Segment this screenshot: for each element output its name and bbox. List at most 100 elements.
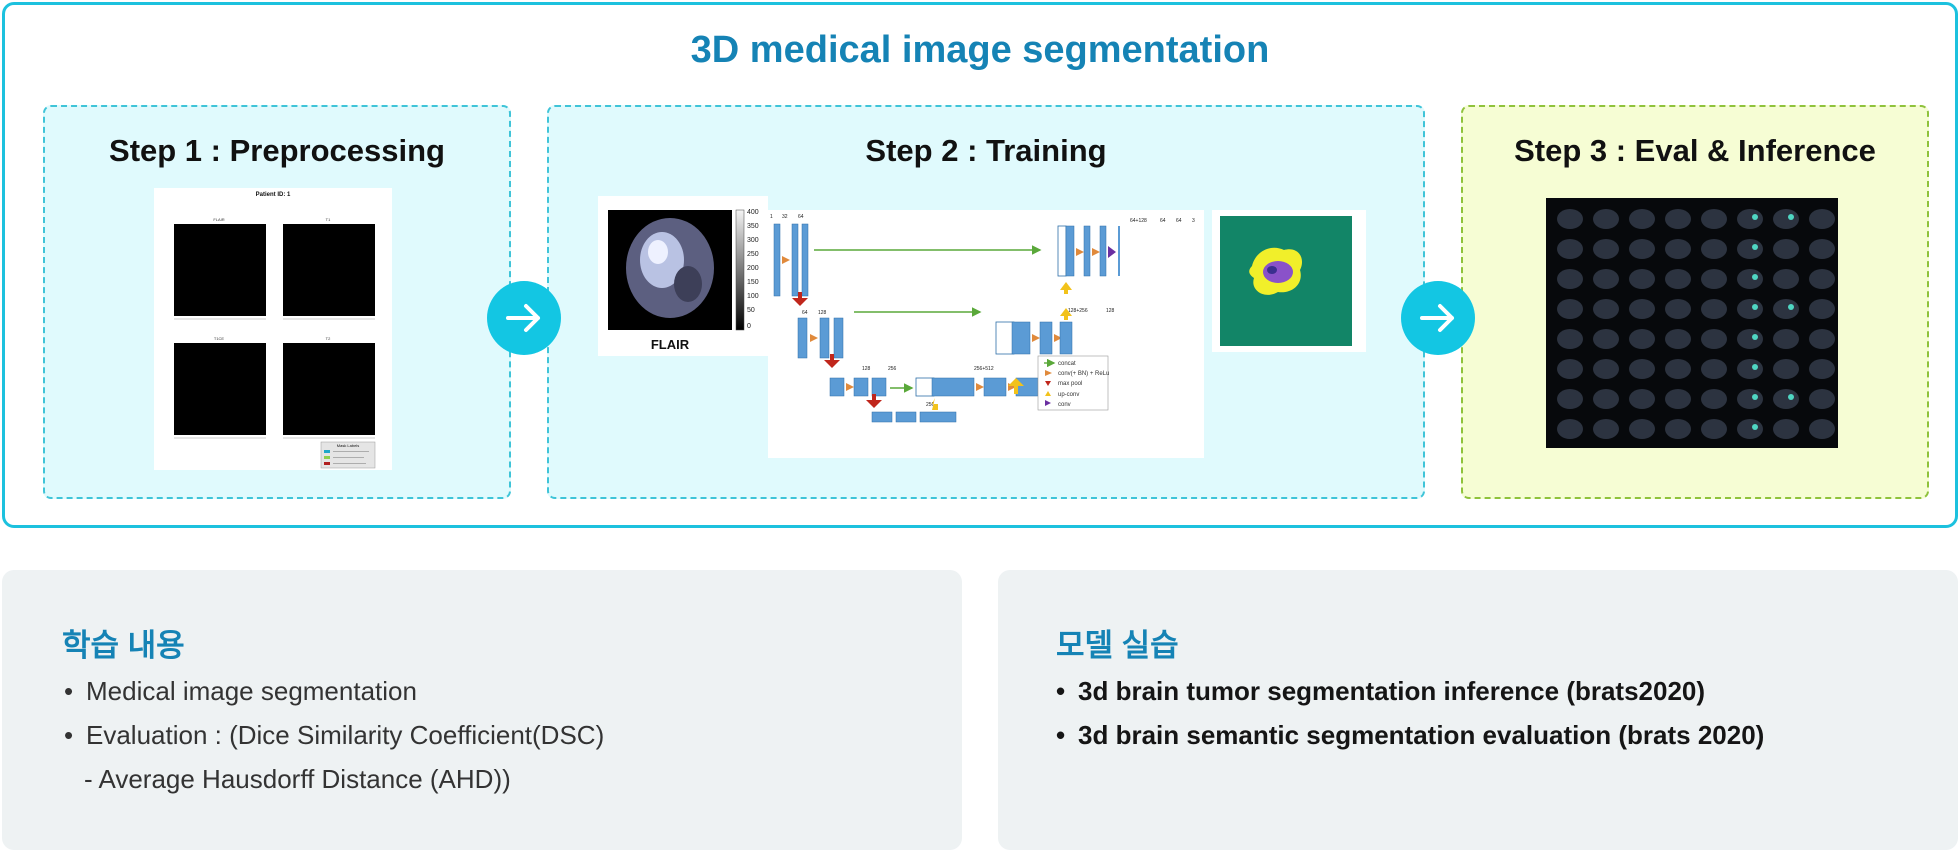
- brain-slice: [1701, 209, 1727, 229]
- brain-slice: [1557, 419, 1583, 439]
- svg-text:T2: T2: [326, 336, 331, 341]
- brain-slice: [1665, 389, 1691, 409]
- brain-slice: [1773, 389, 1799, 409]
- svg-text:64: 64: [798, 214, 804, 220]
- brain-slice: [1809, 239, 1835, 259]
- step-3-title: Step 3 : Eval & Inference: [1514, 133, 1876, 168]
- svg-text:300: 300: [747, 237, 759, 244]
- arrow-right-icon: [1420, 304, 1454, 332]
- brain-slice: [1809, 209, 1835, 229]
- brain-slice: [1809, 359, 1835, 379]
- svg-text:250: 250: [747, 251, 759, 258]
- brain-slice: [1665, 269, 1691, 289]
- tumor-highlight: [1752, 304, 1758, 310]
- learning-panel-title: 학습 내용: [62, 628, 185, 663]
- brain-slice: [1737, 239, 1763, 259]
- brain-slice: [1665, 329, 1691, 349]
- svg-text:0: 0: [747, 323, 751, 330]
- svg-text:400: 400: [747, 209, 759, 216]
- brain-slice: [1557, 209, 1583, 229]
- svg-text:256: 256: [888, 366, 897, 372]
- brain-slice: [1701, 359, 1727, 379]
- brain-slice: [1773, 329, 1799, 349]
- brain-slice: [1665, 299, 1691, 319]
- brain-slice: [1773, 299, 1799, 319]
- brain-slice: [1809, 269, 1835, 289]
- tumor-highlight: [1752, 244, 1758, 250]
- svg-text:conv: conv: [1058, 402, 1071, 408]
- brain-slice: [1629, 269, 1655, 289]
- learning-content-panel: 학습 내용 •Medical image segmentation •Evalu…: [2, 570, 962, 850]
- svg-text:max pool: max pool: [1058, 381, 1082, 387]
- svg-text:up-conv: up-conv: [1058, 392, 1079, 398]
- svg-text:32: 32: [782, 214, 788, 220]
- svg-text:T1: T1: [326, 217, 331, 222]
- svg-text:128: 128: [862, 366, 871, 372]
- svg-text:100: 100: [747, 293, 759, 300]
- svg-text:350: 350: [747, 223, 759, 230]
- brain-slice: [1593, 269, 1619, 289]
- tumor-highlight: [1752, 214, 1758, 220]
- brain-slice: [1809, 389, 1835, 409]
- brain-slice: [1737, 269, 1763, 289]
- unet-architecture-diagram: 1 32 64 64+128 64 64 3 64 128 128+256 12…: [768, 210, 1204, 458]
- svg-text:concat: concat: [1058, 361, 1076, 367]
- svg-text:128+256: 128+256: [1068, 308, 1088, 314]
- preprocessing-figure: Patient ID: 1 FLAIR T1 T1CE T2 Mask Labe…: [154, 188, 392, 470]
- brain-slice: [1809, 299, 1835, 319]
- svg-text:3: 3: [1192, 218, 1195, 224]
- brain-slice: [1701, 329, 1727, 349]
- brain-slice: [1629, 359, 1655, 379]
- step-2-title: Step 2 : Training: [865, 133, 1107, 168]
- brain-slice: [1665, 419, 1691, 439]
- preprocessing-figure-title: Patient ID: 1: [256, 192, 291, 198]
- svg-text:conv(+ BN) + ReLu: conv(+ BN) + ReLu: [1058, 371, 1109, 377]
- svg-text:64: 64: [802, 310, 808, 316]
- list-item: •3d brain semantic segmentation evaluati…: [1056, 720, 1765, 750]
- brain-slice: [1593, 239, 1619, 259]
- brain-slice: [1701, 239, 1727, 259]
- svg-text:1: 1: [770, 214, 773, 220]
- svg-text:200: 200: [747, 265, 759, 272]
- tumor-highlight: [1752, 274, 1758, 280]
- brain-slice: [1557, 269, 1583, 289]
- brain-slice: [1737, 329, 1763, 349]
- step-1-title: Step 1 : Preprocessing: [109, 133, 445, 168]
- brain-slice: [1629, 209, 1655, 229]
- brain-slice: [1737, 299, 1763, 319]
- tumor-highlight: [1788, 304, 1794, 310]
- brain-slice: [1773, 419, 1799, 439]
- page-title: 3D medical image segmentation: [690, 29, 1270, 71]
- svg-text:64: 64: [1160, 218, 1166, 224]
- practice-panel-title: 모델 실습: [1056, 628, 1179, 663]
- inference-slices-grid: [1546, 198, 1838, 448]
- brain-slice: [1737, 389, 1763, 409]
- brain-slice: [1593, 209, 1619, 229]
- brain-slice: [1809, 419, 1835, 439]
- brain-slice: [1737, 419, 1763, 439]
- brain-slice: [1773, 209, 1799, 229]
- svg-text:128: 128: [818, 310, 827, 316]
- brain-slice: [1773, 239, 1799, 259]
- svg-text:64+128: 64+128: [1130, 218, 1147, 224]
- svg-text:T1CE: T1CE: [214, 336, 225, 341]
- brain-slice: [1593, 329, 1619, 349]
- brain-slice: [1557, 329, 1583, 349]
- brain-slice: [1557, 299, 1583, 319]
- brain-slice: [1809, 329, 1835, 349]
- list-item: •3d brain tumor segmentation inference (…: [1056, 676, 1706, 706]
- svg-text:256+512: 256+512: [974, 366, 994, 372]
- arrow-right-icon: [506, 304, 540, 332]
- next-step-arrow-2: [1401, 281, 1475, 355]
- brain-slice: [1593, 299, 1619, 319]
- brain-slice: [1593, 359, 1619, 379]
- list-item: •Evaluation : (Dice Similarity Coefficie…: [64, 720, 605, 750]
- brain-slice: [1701, 389, 1727, 409]
- tumor-highlight: [1752, 424, 1758, 430]
- svg-text:128: 128: [1106, 308, 1115, 314]
- list-item: - Average Hausdorff Distance (AHD)): [84, 764, 511, 794]
- brain-slice: [1701, 419, 1727, 439]
- brain-slice: [1629, 299, 1655, 319]
- brain-slice: [1557, 359, 1583, 379]
- svg-text:64: 64: [1176, 218, 1182, 224]
